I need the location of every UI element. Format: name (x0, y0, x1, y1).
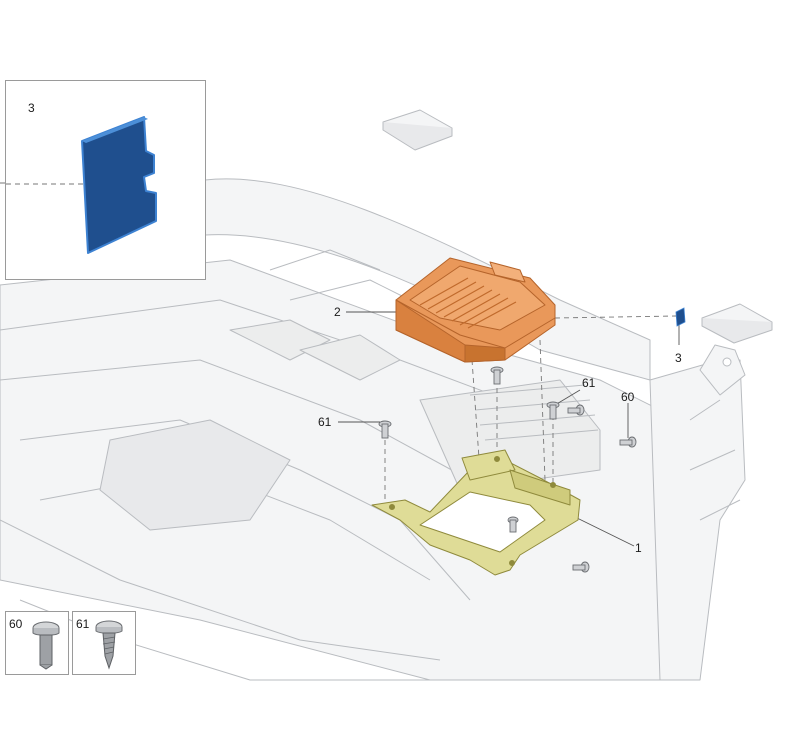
callout-card: 3 (675, 351, 682, 365)
callout-screw-top: 61 (582, 376, 596, 390)
callout-screw-left: 61 (318, 415, 332, 429)
self-tapping-screw-icon (95, 620, 123, 670)
legend-screw: 61 (72, 611, 136, 675)
screw-a (490, 366, 504, 385)
sd-card-small (675, 307, 686, 327)
detail-inset-label: 3 (28, 101, 35, 115)
screw-e (567, 404, 585, 416)
screw-g (572, 561, 590, 573)
leader-lines (338, 311, 680, 547)
callout-bracket: 1 (635, 541, 642, 555)
detail-inset: 3 (5, 80, 206, 280)
legend-bolt-label: 60 (9, 617, 23, 631)
callout-control-unit: 2 (334, 305, 341, 319)
bolt-icon (32, 621, 60, 670)
legend-screw-label: 61 (76, 617, 90, 631)
display-recess (99, 419, 291, 531)
screw-c (378, 420, 392, 439)
right-pillar (649, 359, 746, 681)
screw-b (546, 401, 560, 420)
sd-card-large-icon (6, 116, 157, 254)
screws (378, 366, 637, 573)
legend-bolt: 60 (5, 611, 69, 675)
callout-screw-right: 60 (621, 390, 635, 404)
callout-labels: 1 2 3 60 61 61 (318, 305, 682, 555)
screw-d (507, 516, 519, 533)
control-unit (395, 257, 556, 363)
screw-f (619, 436, 637, 448)
mounting-bracket (371, 449, 581, 576)
